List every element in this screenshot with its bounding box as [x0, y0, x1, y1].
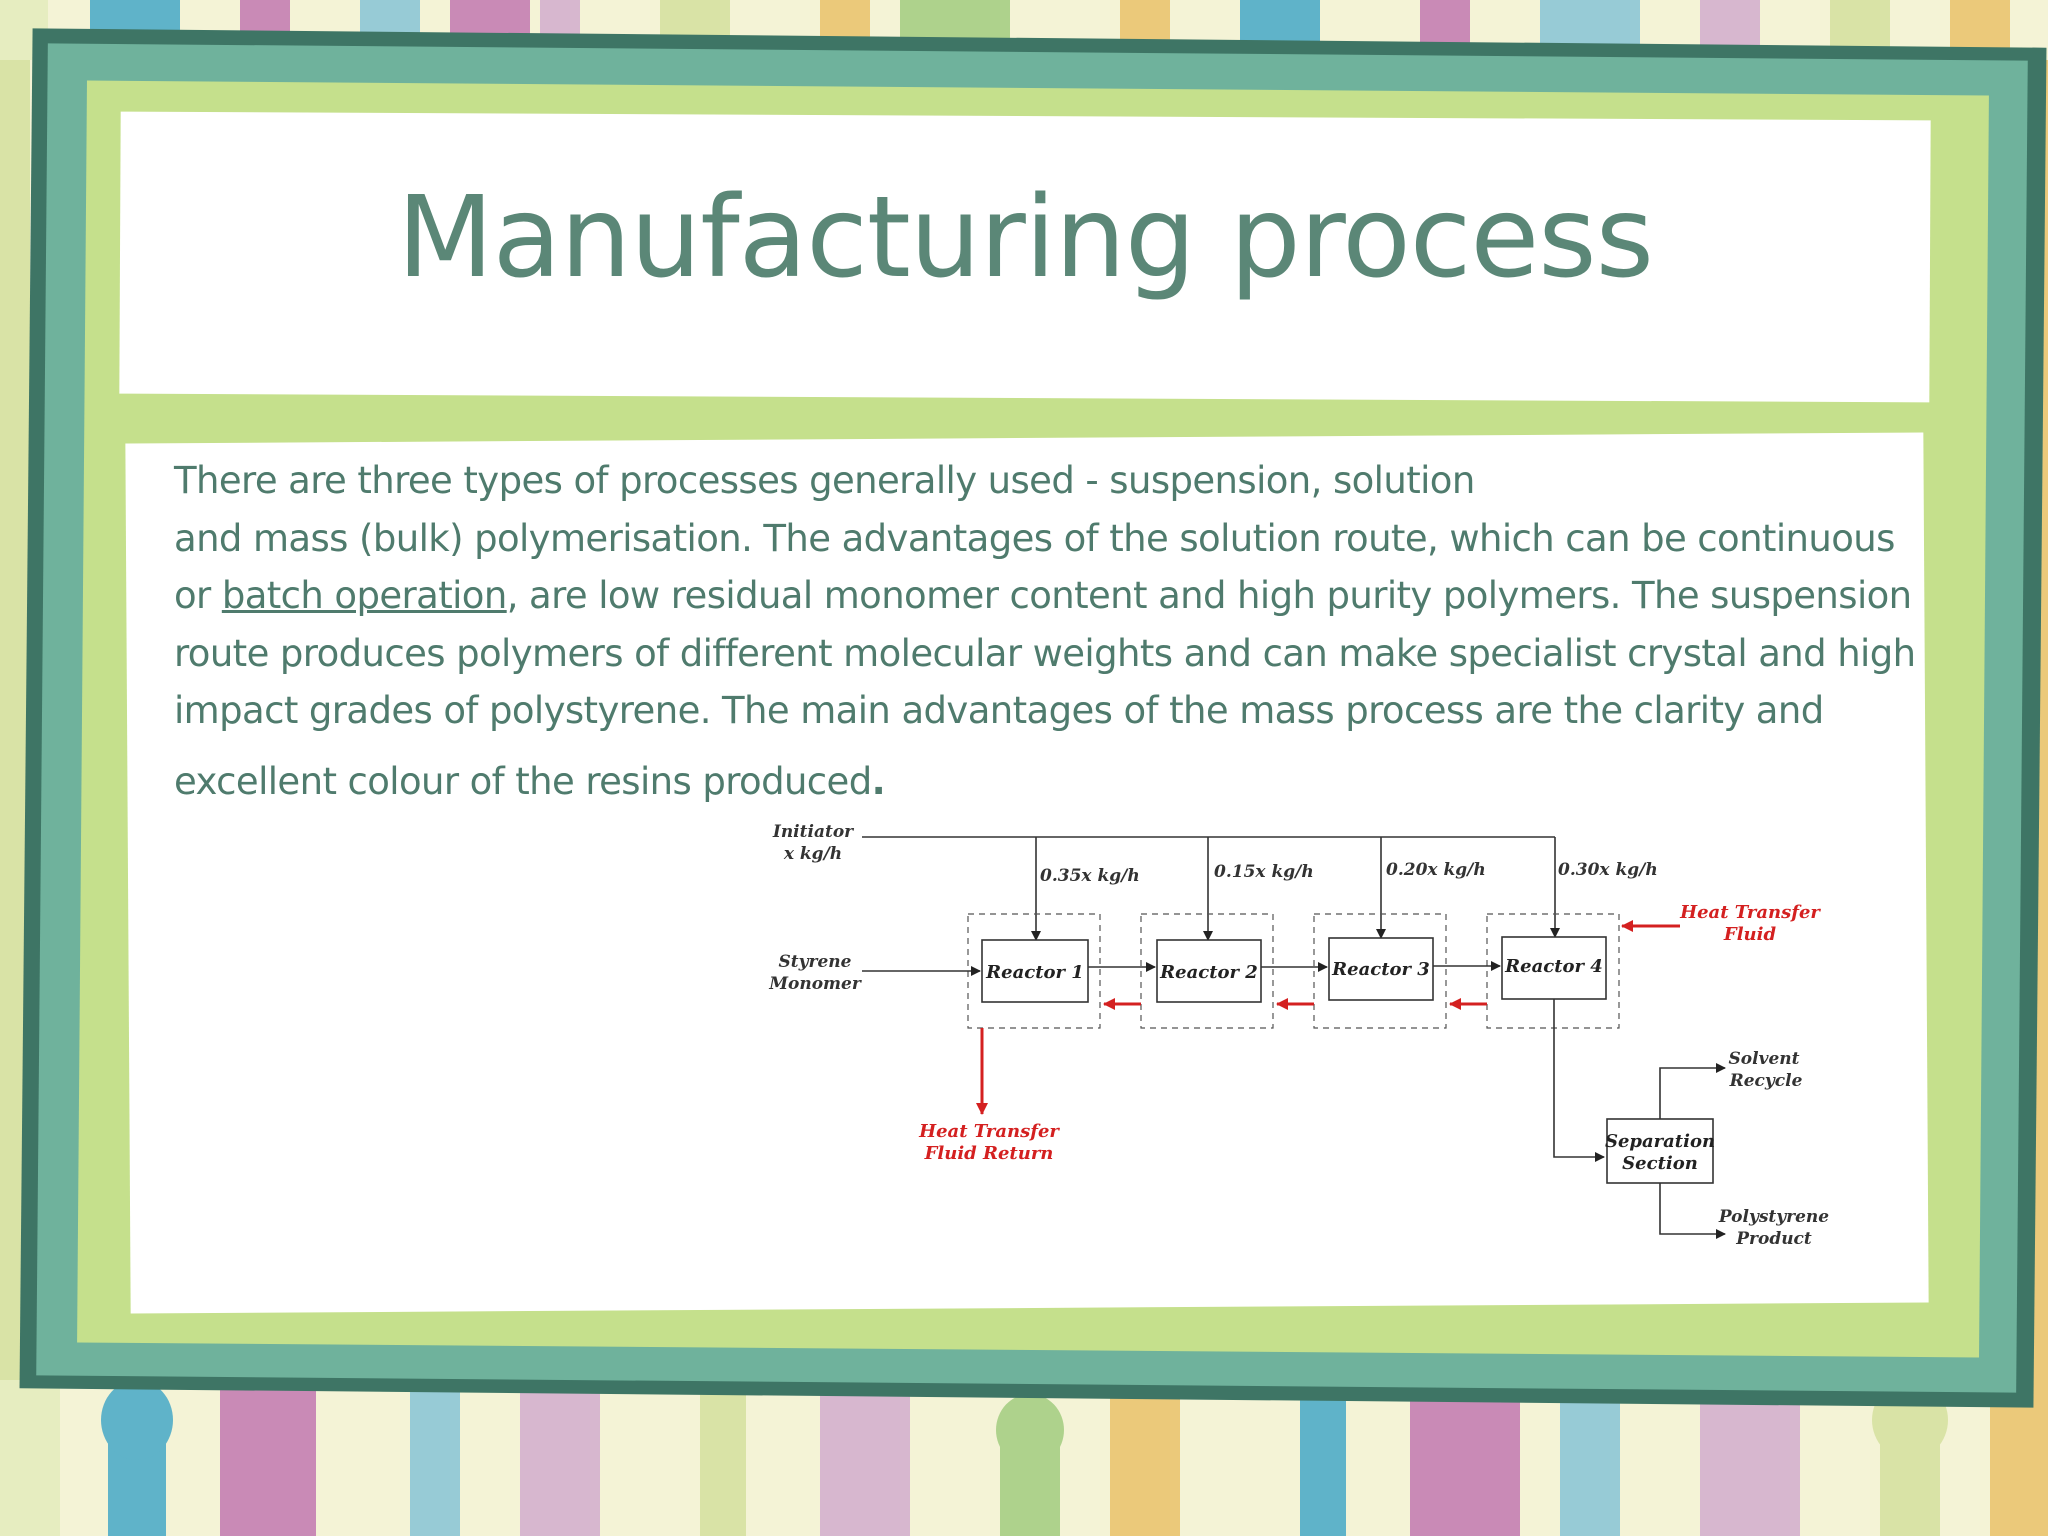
- batch-operation-link[interactable]: batch operation: [221, 574, 507, 617]
- solvent-label: Solvent: [1729, 1049, 1800, 1069]
- heat-fluid-return-label-2: Fluid Return: [924, 1143, 1054, 1164]
- paragraph-line: There are three types of processes gener…: [174, 459, 1475, 502]
- reactor-3-box: [1328, 937, 1434, 1001]
- reactor-4-label: Reactor 4: [1504, 956, 1603, 977]
- paragraph-period: .: [871, 759, 886, 803]
- paragraph-line: impact grades of polystyrene. The main a…: [174, 689, 1824, 732]
- solvent-recycle-line: [1659, 1063, 1726, 1119]
- reactor-2-jacket: [1140, 913, 1274, 1029]
- recycle-label: Recycle: [1729, 1071, 1803, 1091]
- heat-fluid-in-label-2: Fluid: [1723, 924, 1777, 945]
- reactor-2-label: Reactor 2: [1159, 962, 1258, 983]
- reactor-4-to-separation-line: [1553, 999, 1605, 1162]
- paragraph-line: excellent colour of the resins produced.: [174, 753, 1914, 811]
- paragraph-text: , are low residual monomer content and h…: [506, 574, 1912, 617]
- reactor-1-box: [981, 939, 1089, 1003]
- bottom-stripes: [0, 1380, 2048, 1536]
- feed-rate-2: 0.15x kg/h: [1214, 862, 1314, 882]
- polystyrene-label: Polystyrene: [1718, 1207, 1829, 1227]
- reactor-4-jacket: [1486, 913, 1620, 1029]
- reactor-3-label: Reactor 3: [1331, 959, 1430, 980]
- separation-section-box: [1606, 1118, 1714, 1184]
- product-label: Product: [1735, 1229, 1812, 1249]
- reactor-2-box: [1156, 939, 1262, 1003]
- heat-fluid-return-label: Heat Transfer: [918, 1121, 1060, 1142]
- feed-rate-1: 0.35x kg/h: [1040, 866, 1140, 886]
- paragraph-text: excellent colour of the resins produced: [174, 759, 872, 803]
- heat-fluid-in-label: Heat Transfer: [1679, 902, 1821, 923]
- feed-rate-3: 0.20x kg/h: [1386, 860, 1486, 880]
- paragraph-line-with-link: or batch operation, are low residual mon…: [174, 567, 1914, 625]
- initiator-label: Initiator: [772, 822, 854, 842]
- feed-rate-4: 0.30x kg/h: [1558, 860, 1658, 880]
- reactor-1-label: Reactor 1: [985, 962, 1084, 983]
- paragraph-line: and mass (bulk) polymerisation. The adva…: [174, 516, 1895, 560]
- polystyrene-product-line: [1659, 1183, 1726, 1239]
- styrene-label: Styrene: [779, 952, 852, 972]
- reactor-3-jacket: [1313, 913, 1447, 1029]
- monomer-label: Monomer: [768, 974, 862, 994]
- slide-title: Manufacturing process: [396, 173, 1654, 303]
- separation-label: Separation: [1605, 1131, 1715, 1152]
- body-paragraph: There are three types of processes gener…: [174, 452, 1916, 811]
- initiator-rate-label: x kg/h: [783, 844, 842, 864]
- paragraph-text: or: [174, 574, 222, 617]
- section-label: Section: [1622, 1153, 1698, 1174]
- paragraph-line: route produces polymers of different mol…: [174, 631, 1916, 675]
